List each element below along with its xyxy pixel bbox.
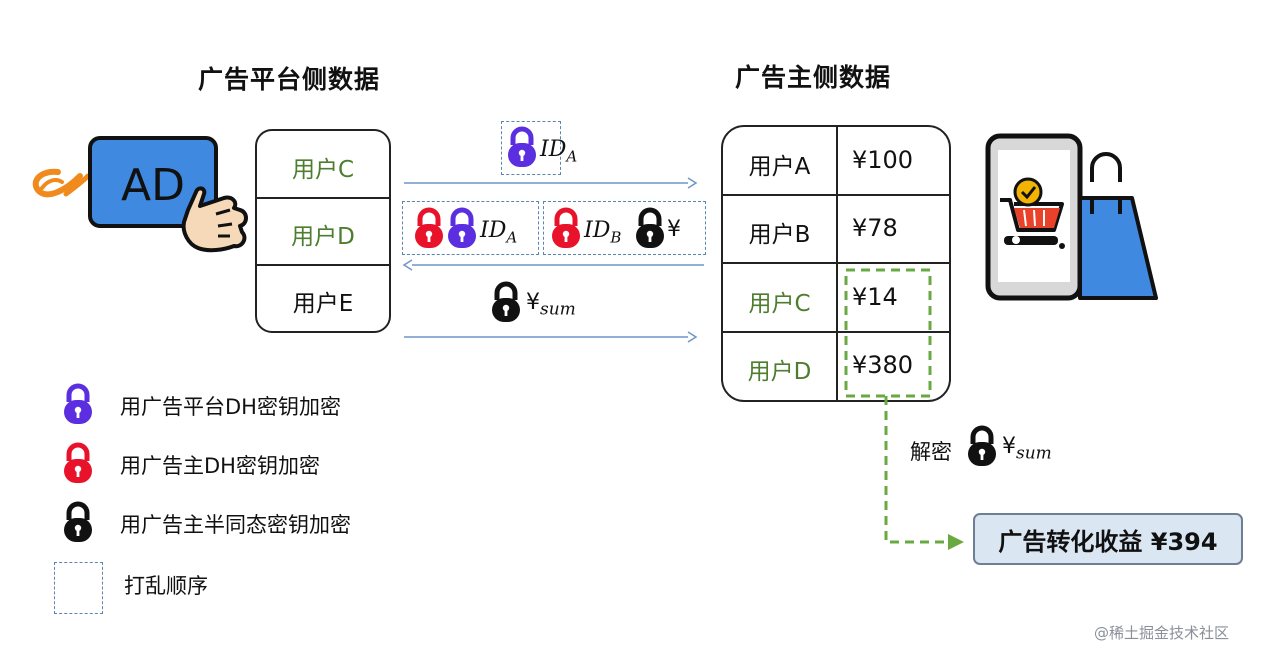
id-a-label-top: IDA	[540, 137, 577, 165]
lock-black-icon	[968, 425, 996, 466]
legend-red-text: 用广告主DH密钥加密	[120, 454, 320, 478]
alibaba-logo-icon	[32, 168, 91, 198]
legend-black-text: 用广告主半同态密钥加密	[120, 513, 351, 537]
lock-black-icon	[636, 207, 664, 248]
legend-lock-black-icon	[64, 501, 92, 542]
watermark: @稀土掘金技术社区	[1094, 624, 1230, 642]
advertiser-amount-c: ¥14	[852, 283, 898, 311]
arrow-left	[402, 259, 704, 271]
advertiser-user-b: 用户B	[748, 222, 811, 248]
platform-user-e: 用户E	[292, 291, 354, 317]
id-b-label: IDB	[584, 218, 621, 246]
shopping-bag-icon	[1078, 152, 1158, 300]
platform-user-table	[255, 129, 391, 333]
shopping-illustration	[985, 133, 1158, 301]
id-b-text: ID	[584, 218, 611, 243]
green-selection-path	[844, 268, 964, 550]
yen-symbol-mid: ¥	[667, 217, 681, 242]
platform-user-c: 用户C	[291, 157, 355, 183]
legend-lock-red-icon	[64, 442, 92, 483]
id-a-label-mid: IDA	[480, 218, 517, 246]
sum-sub: sum	[1016, 443, 1052, 464]
platform-user-d: 用户D	[291, 224, 355, 250]
id-a-sub: A	[566, 147, 578, 166]
lock-red-icon	[552, 207, 580, 248]
shopping-cart-icon	[1000, 177, 1064, 245]
advertiser-amount-d: ¥380	[852, 351, 914, 379]
legend-dashed-box-icon	[54, 562, 103, 614]
advertiser-table	[721, 125, 951, 402]
conversion-revenue-result: 广告转化收益 ¥394	[973, 513, 1243, 565]
lock-black-icon	[492, 281, 520, 322]
ad-billboard-icon	[88, 136, 218, 228]
advertiser-user-d: 用户D	[747, 359, 812, 385]
shuffle-box-left	[402, 201, 539, 255]
id-b-sub: B	[610, 228, 622, 247]
advertiser-user-a: 用户A	[748, 154, 811, 180]
shuffle-box-top	[501, 121, 561, 175]
legend-shuffle-text: 打乱顺序	[124, 574, 208, 598]
sum-sub: sum	[540, 299, 576, 320]
legend-lock-purple-icon	[64, 383, 92, 424]
ad-illustration: AD	[32, 136, 248, 253]
pointing-hand-icon	[181, 186, 248, 253]
advertiser-user-c: 用户C	[748, 291, 811, 317]
arrow-right-2	[404, 331, 698, 343]
advertiser-amount-b: ¥78	[852, 214, 898, 242]
lock-purple-icon	[448, 207, 476, 248]
yen-symbol: ¥	[526, 290, 540, 315]
advertiser-amount-a: ¥100	[852, 146, 914, 174]
legend-purple-text: 用广告平台DH密钥加密	[120, 395, 341, 419]
yen-symbol: ¥	[1002, 434, 1016, 459]
id-a-text: ID	[480, 218, 507, 243]
decrypt-label: 解密	[910, 440, 952, 464]
yen-sum-label: ¥sum	[526, 290, 576, 319]
id-a-sub: A	[506, 228, 518, 247]
lock-red-icon	[415, 207, 443, 248]
shuffle-box-right	[543, 201, 706, 255]
arrow-right-1	[404, 177, 698, 189]
platform-title: 广告平台侧数据	[198, 65, 381, 94]
advertiser-title: 广告主侧数据	[735, 63, 892, 92]
decrypt-sum-label: ¥sum	[1002, 434, 1052, 463]
id-a-text: ID	[540, 137, 567, 162]
lock-purple-icon	[508, 126, 536, 167]
ad-label: AD	[121, 160, 185, 211]
